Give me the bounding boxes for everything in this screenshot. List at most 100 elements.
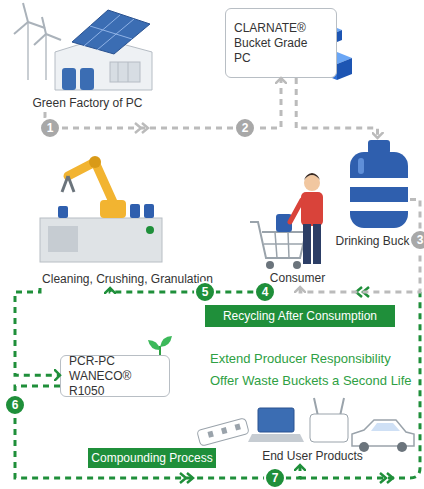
factory-illustration: Green Factory of PC bbox=[10, 0, 165, 112]
recycling-illustration: Cleaning, Crushing, Granulation bbox=[25, 145, 230, 288]
factory-building-part bbox=[62, 68, 76, 90]
step-number: 7 bbox=[264, 467, 286, 489]
factory-building-part bbox=[128, 62, 129, 82]
band-label: Compounding Process bbox=[91, 451, 212, 465]
router-part bbox=[314, 398, 318, 416]
flow-connector bbox=[15, 386, 300, 478]
wind-turbine-part bbox=[46, 34, 61, 40]
robot-arm-part bbox=[48, 226, 78, 252]
shopping-cart-part bbox=[266, 261, 274, 269]
water-bucket-part bbox=[350, 178, 408, 187]
power-strip-part bbox=[235, 423, 241, 430]
product-box: PCR-PC WANECO® R1050 bbox=[60, 355, 170, 397]
consumer-person-part bbox=[301, 192, 323, 226]
robot-arm bbox=[40, 156, 162, 262]
consumer-person-part bbox=[313, 224, 321, 264]
bucket-illustration: Drinking Bucket bbox=[345, 138, 410, 250]
consumer-person-part bbox=[303, 224, 311, 264]
factory-building-part bbox=[84, 15, 120, 46]
step-number: 6 bbox=[4, 394, 26, 416]
factory-building-part bbox=[97, 19, 134, 50]
shopping-cart-part bbox=[264, 243, 304, 245]
router bbox=[310, 398, 348, 442]
factory-building-part bbox=[80, 68, 94, 90]
flow-connector bbox=[15, 288, 60, 375]
shopping-cart-part bbox=[293, 261, 301, 269]
flow-connector bbox=[296, 78, 377, 138]
band-label: Recycling After Consumption bbox=[223, 309, 377, 323]
leaf-icon-part bbox=[148, 340, 160, 350]
laptop-part bbox=[258, 408, 294, 432]
products-illustration: End User Products bbox=[215, 400, 410, 465]
shopping-cart-part bbox=[288, 232, 289, 258]
step-number: 4 bbox=[254, 281, 276, 303]
direction-chevrons-part bbox=[380, 473, 386, 483]
power-strip bbox=[197, 418, 249, 446]
step-number: 3 bbox=[409, 229, 424, 251]
power-strip-part bbox=[221, 427, 227, 434]
flow-connector bbox=[110, 287, 270, 292]
factory-building-part bbox=[72, 10, 150, 54]
node-label: Green Factory of PC bbox=[32, 96, 142, 112]
node-label: Drinking Bucket bbox=[335, 234, 419, 250]
slogan-text: Extend Producer Responsibility bbox=[210, 351, 391, 366]
node-label: End User Products bbox=[262, 449, 363, 465]
water-bucket bbox=[350, 140, 408, 228]
car-part bbox=[371, 423, 400, 431]
car-part bbox=[352, 420, 414, 446]
robot-arm-part bbox=[40, 218, 162, 262]
product-box: CLARNATE® Bucket Grade PC bbox=[225, 8, 337, 78]
leaf-icon-part bbox=[160, 336, 172, 347]
wind-turbine-part bbox=[27, 22, 29, 80]
step-number: 2 bbox=[234, 117, 256, 139]
car-part bbox=[397, 442, 407, 452]
node-label: PCR-PC WANECO® R1050 bbox=[69, 354, 161, 399]
wind-turbine bbox=[14, 3, 61, 80]
water-bucket-part bbox=[350, 202, 408, 211]
robot-arm-part bbox=[68, 162, 113, 202]
power-strip-part bbox=[197, 418, 249, 446]
consumer-person-part bbox=[304, 173, 320, 180]
car bbox=[352, 420, 414, 452]
consumer-illustration: Consumer bbox=[255, 170, 340, 287]
direction-chevrons-part bbox=[387, 473, 393, 483]
node-label: Consumer bbox=[270, 271, 325, 287]
stage-band: Recycling After Consumption bbox=[205, 305, 395, 327]
laptop bbox=[248, 408, 304, 442]
robot-arm-part bbox=[58, 206, 68, 218]
resin-cubes-part bbox=[337, 58, 352, 80]
wind-turbine-part bbox=[42, 17, 46, 34]
water-bucket-part bbox=[350, 152, 408, 228]
wind-turbine-part bbox=[45, 34, 47, 80]
router-part bbox=[340, 398, 344, 416]
shopping-cart-part bbox=[275, 232, 277, 258]
robot-arm-part bbox=[144, 204, 154, 218]
router-part bbox=[310, 414, 348, 442]
step-number: 5 bbox=[194, 281, 216, 303]
factory-building bbox=[55, 10, 152, 90]
power-strip-part bbox=[207, 431, 213, 438]
laptop-part bbox=[248, 434, 304, 442]
direction-chevrons bbox=[135, 123, 393, 483]
wind-turbine-part bbox=[23, 3, 28, 22]
robot-arm-part bbox=[146, 226, 154, 234]
node-label: CLARNATE® Bucket Grade PC bbox=[234, 21, 308, 66]
stage-band: Compounding Process bbox=[88, 448, 216, 468]
water-bucket-part bbox=[368, 140, 390, 154]
factory-building-part bbox=[118, 62, 119, 82]
flow-connector bbox=[300, 200, 420, 292]
wind-turbine-part bbox=[14, 22, 28, 34]
robot-arm-part bbox=[89, 156, 101, 168]
robot-arm-part bbox=[62, 176, 68, 192]
robot-arm-part bbox=[130, 204, 140, 218]
shopping-cart bbox=[250, 214, 306, 269]
slogan-text: Offer Waste Buckets a Second Life bbox=[210, 373, 412, 388]
consumer-person-part bbox=[290, 200, 302, 222]
wind-turbine-part bbox=[34, 34, 46, 45]
step-number: 1 bbox=[39, 117, 61, 139]
factory-building-part bbox=[110, 62, 140, 82]
